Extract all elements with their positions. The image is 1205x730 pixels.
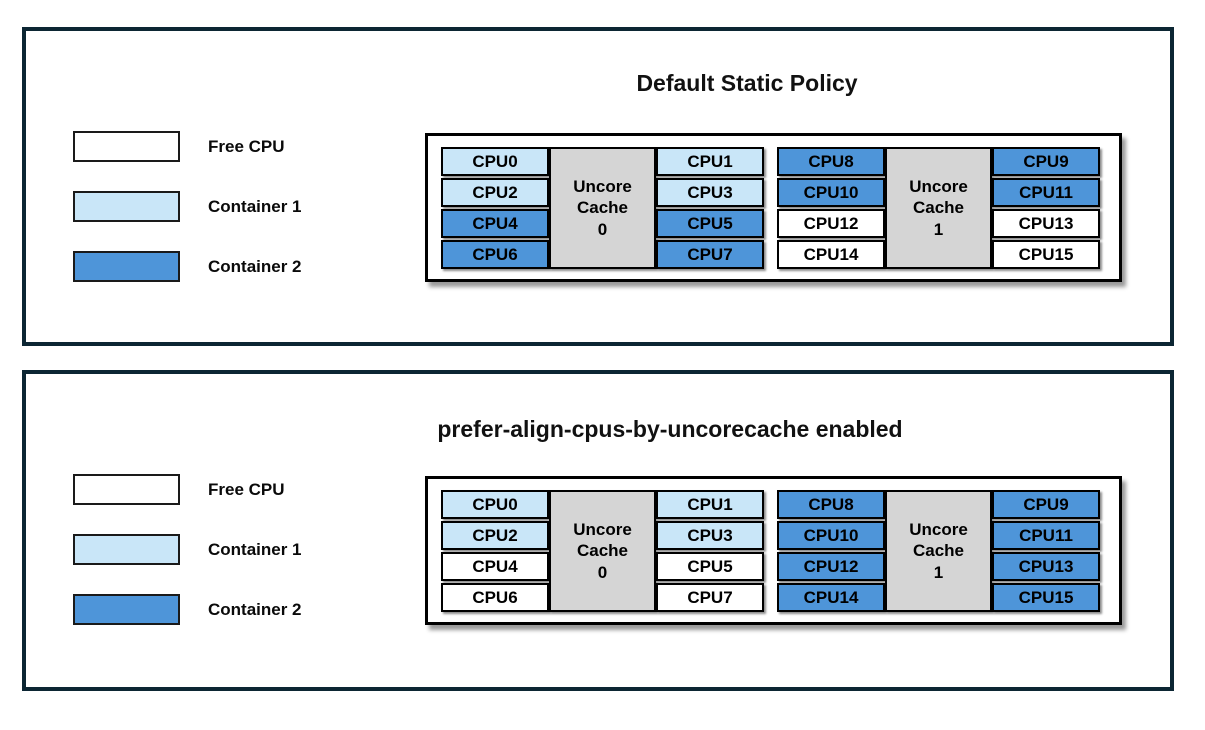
cpu-cell: CPU10: [777, 178, 885, 207]
uncore-cache-label-line: Uncore: [909, 177, 968, 197]
uncore-cache-label-line: Cache: [576, 198, 629, 218]
cpu-cell: CPU14: [777, 583, 885, 612]
panel-prefer-align-cpus-by-uncorecache: prefer-align-cpus-by-uncorecache enabled…: [22, 370, 1174, 691]
uncore-cache-label-line: 0: [597, 562, 608, 582]
legend-swatch-c2: [73, 251, 180, 282]
cpu-cell: CPU9: [992, 147, 1100, 176]
cpu-cell: CPU0: [441, 490, 549, 519]
cpu-cell: CPU5: [656, 552, 764, 581]
legend-swatch-free: [73, 131, 180, 162]
legend-label: Free CPU: [208, 136, 285, 156]
cpu-cell: CPU2: [441, 521, 549, 550]
uncore-cache-label-line: 1: [933, 562, 944, 582]
legend-label: Container 1: [208, 539, 302, 559]
uncore-cache-label-line: Cache: [576, 541, 629, 561]
cpu-cell: CPU8: [777, 147, 885, 176]
cpu-cell: CPU14: [777, 240, 885, 269]
cpu-cell: CPU0: [441, 147, 549, 176]
legend-label: Container 2: [208, 599, 302, 619]
legend-label: Container 2: [208, 256, 302, 276]
cpu-cell: CPU11: [992, 521, 1100, 550]
legend-item-c2: Container 2: [73, 594, 393, 625]
cpu-cell: CPU5: [656, 209, 764, 238]
legend-item-free: Free CPU: [73, 474, 393, 505]
uncore-cache-label-line: Uncore: [573, 520, 632, 540]
uncore-cache-label-line: Cache: [912, 541, 965, 561]
cpu-cell: CPU3: [656, 178, 764, 207]
cpu-cell: CPU1: [656, 147, 764, 176]
cpu-cell: CPU13: [992, 209, 1100, 238]
cpu-cell: CPU13: [992, 552, 1100, 581]
cpu-cell: CPU8: [777, 490, 885, 519]
cpu-cell: CPU15: [992, 240, 1100, 269]
legend-swatch-free: [73, 474, 180, 505]
cpu-cell: CPU4: [441, 552, 549, 581]
legend: Free CPU Container 1 Container 2: [73, 131, 393, 311]
legend-item-free: Free CPU: [73, 131, 393, 162]
uncore-cache-label-line: Uncore: [573, 177, 632, 197]
cpu-cell: CPU9: [992, 490, 1100, 519]
cpu-cell: CPU12: [777, 552, 885, 581]
legend-label: Free CPU: [208, 479, 285, 499]
cpu-cell: CPU12: [777, 209, 885, 238]
legend-swatch-c1: [73, 191, 180, 222]
cpu-cell: CPU4: [441, 209, 549, 238]
legend-label: Container 1: [208, 196, 302, 216]
uncore-cache-label-line: Cache: [912, 198, 965, 218]
cpu-cell: CPU7: [656, 240, 764, 269]
cpu-cell: CPU11: [992, 178, 1100, 207]
cpu-cell: CPU7: [656, 583, 764, 612]
legend-item-c1: Container 1: [73, 534, 393, 565]
uncore-cache-label-line: 0: [597, 219, 608, 239]
legend-item-c1: Container 1: [73, 191, 393, 222]
cpu-cell: CPU1: [656, 490, 764, 519]
cpu-cell: CPU6: [441, 583, 549, 612]
legend: Free CPU Container 1 Container 2: [73, 474, 393, 654]
cpu-cell: CPU10: [777, 521, 885, 550]
panel-title: Default Static Policy: [636, 70, 858, 96]
cpu-cell: CPU15: [992, 583, 1100, 612]
cpu-cell: CPU6: [441, 240, 549, 269]
panel-default-static-policy: Default Static Policy Free CPU Container …: [22, 27, 1174, 346]
legend-swatch-c2: [73, 594, 180, 625]
legend-swatch-c1: [73, 534, 180, 565]
uncore-cache-label-line: Uncore: [909, 520, 968, 540]
legend-item-c2: Container 2: [73, 251, 393, 282]
uncore-cache-label-line: 1: [933, 219, 944, 239]
cpu-cell: CPU2: [441, 178, 549, 207]
cpu-cell: CPU3: [656, 521, 764, 550]
panel-title: prefer-align-cpus-by-uncorecache enabled: [437, 416, 903, 442]
